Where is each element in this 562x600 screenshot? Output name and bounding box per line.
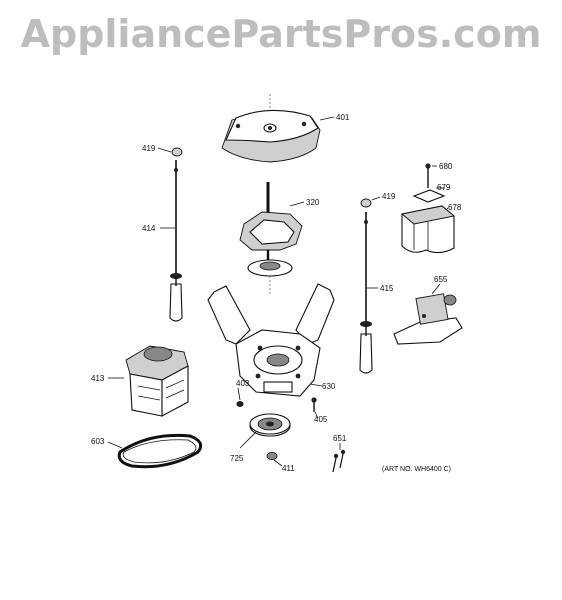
- part-678-capacitor[interactable]: [400, 205, 456, 254]
- part-320-transmission[interactable]: [239, 182, 303, 294]
- label-603: 603: [91, 437, 105, 446]
- part-680-screw[interactable]: [425, 163, 431, 188]
- part-419-cap-right[interactable]: [360, 198, 372, 208]
- part-414-suspension-rod[interactable]: [169, 160, 183, 322]
- label-419-right: 419: [382, 192, 396, 201]
- part-419-cap-left[interactable]: [171, 147, 183, 157]
- part-405-bolt[interactable]: [311, 397, 317, 412]
- label-401: 401: [336, 113, 350, 122]
- part-411-nut[interactable]: [266, 451, 278, 460]
- part-413-nut[interactable]: [236, 401, 244, 407]
- label-403: 630: [322, 382, 336, 391]
- part-603-belt[interactable]: [117, 433, 203, 469]
- label-680: 680: [439, 162, 453, 171]
- art-number-note: (ART NO. WH6400 C): [382, 466, 451, 473]
- label-413: 403: [236, 379, 250, 388]
- part-401-cover[interactable]: [221, 92, 321, 163]
- label-651: 651: [333, 434, 347, 443]
- part-651-screws[interactable]: [332, 449, 346, 473]
- part-725-pulley[interactable]: [249, 413, 291, 437]
- label-630: 413: [91, 374, 105, 383]
- part-655-actuator[interactable]: [393, 293, 463, 345]
- label-419-left: 419: [142, 144, 156, 153]
- label-725: 725: [230, 454, 244, 463]
- part-403-mounting-bracket[interactable]: [207, 283, 335, 397]
- label-678: 678: [448, 203, 462, 212]
- label-679: 679: [437, 183, 451, 192]
- label-405: 405: [314, 415, 328, 424]
- part-630-motor[interactable]: [125, 345, 189, 417]
- part-415-suspension-rod[interactable]: [359, 212, 373, 374]
- part-679-bracket[interactable]: [412, 189, 446, 203]
- label-320: 320: [306, 198, 320, 207]
- label-415: 415: [380, 284, 394, 293]
- label-655: 655: [434, 275, 448, 284]
- watermark-logo: AppliancePartsPros.com: [20, 12, 542, 56]
- label-414: 414: [142, 224, 156, 233]
- label-411: 411: [282, 464, 295, 473]
